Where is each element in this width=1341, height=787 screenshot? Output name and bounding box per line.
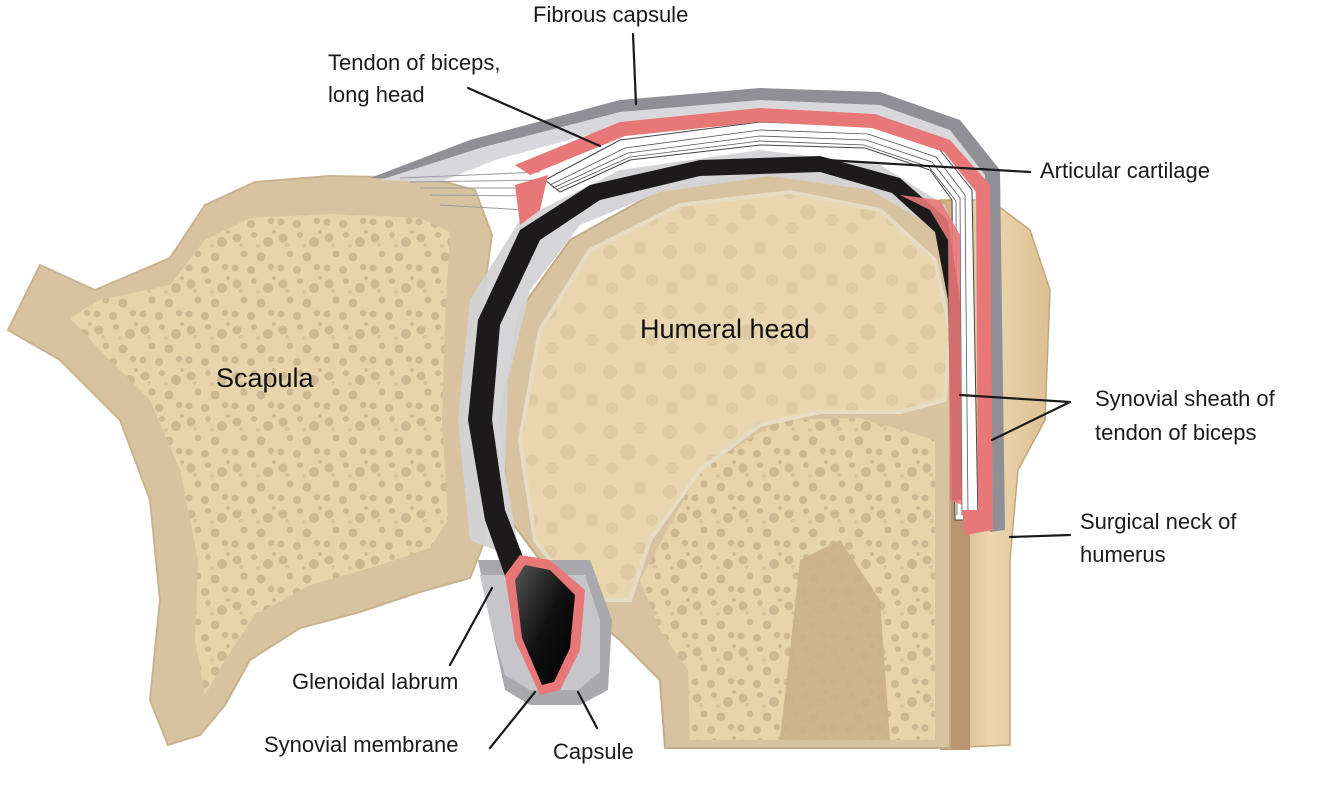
label-glenoidal-labrum: Glenoidal labrum [292, 669, 458, 694]
leader-surgical-neck [1008, 533, 1072, 539]
label-surgical-neck-line2: humerus [1080, 542, 1166, 567]
labels: Fibrous capsule Tendon of biceps, long h… [216, 2, 1276, 764]
leader-synovial-sheath-b [990, 400, 1072, 442]
leader-articular-cartilage [824, 158, 1032, 174]
leader-lines [448, 32, 1072, 750]
leader-glenoidal-labrum [448, 586, 494, 667]
label-fibrous-capsule: Fibrous capsule [533, 2, 688, 27]
label-humeral-head: Humeral head [640, 314, 810, 344]
leader-fibrous-capsule [631, 32, 638, 106]
leader-capsule [576, 690, 599, 730]
label-synovial-sheath-line1: Synovial sheath of [1095, 386, 1276, 411]
label-synovial-sheath-line2: tendon of biceps [1095, 420, 1256, 445]
label-capsule: Capsule [553, 739, 634, 764]
label-tendon-biceps-line2: long head [328, 82, 425, 107]
glenoidal-labrum [505, 555, 585, 695]
label-scapula: Scapula [216, 363, 315, 393]
humerus-bone [498, 168, 957, 749]
leader-synovial-membrane [488, 690, 537, 750]
leader-tendon-biceps [466, 86, 602, 148]
label-articular-cartilage: Articular cartilage [1040, 158, 1210, 183]
synovial-membrane-outer [515, 108, 993, 535]
scapula-bone [6, 174, 494, 747]
label-surgical-neck-line1: Surgical neck of [1080, 509, 1237, 534]
leader-synovial-sheath-a [958, 393, 1072, 404]
label-tendon-biceps-line1: Tendon of biceps, [328, 50, 500, 75]
label-synovial-membrane: Synovial membrane [264, 732, 458, 757]
